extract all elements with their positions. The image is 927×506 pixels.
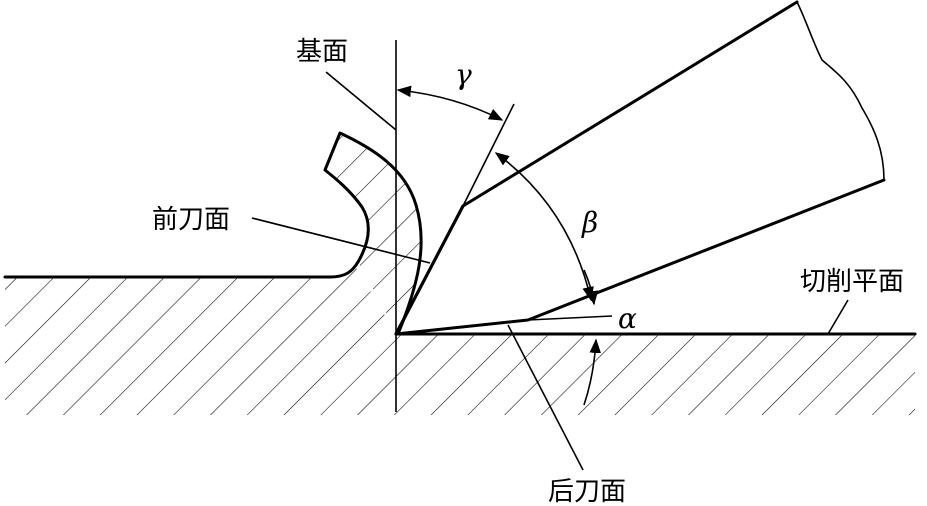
alpha-arc-lower bbox=[583, 338, 602, 406]
beta-arc bbox=[494, 152, 594, 302]
leader-lines bbox=[251, 71, 849, 471]
workpiece-hatch-right bbox=[396, 334, 915, 415]
workpiece-hatch-left bbox=[5, 266, 396, 415]
cutting-plane-leader bbox=[827, 299, 849, 335]
alpha-arc-upper bbox=[583, 269, 599, 306]
beta-symbol: β bbox=[581, 206, 598, 239]
cutting-plane-label: 切削平面 bbox=[800, 267, 904, 297]
tool-rake-edge bbox=[394, 204, 465, 336]
flank-face-label: 后刀面 bbox=[548, 477, 626, 506]
rake-face-label: 前刀面 bbox=[152, 205, 230, 235]
rake-face-extension bbox=[462, 103, 515, 207]
rake-face-leader bbox=[251, 217, 431, 264]
angle-markers bbox=[396, 85, 613, 406]
tool-shank-break bbox=[796, 1, 885, 181]
chip-hatch bbox=[325, 133, 422, 334]
alpha-leader bbox=[527, 315, 613, 321]
workpiece bbox=[3, 260, 917, 415]
chip bbox=[323, 131, 423, 336]
flank-face-leader bbox=[507, 324, 584, 471]
base-plane-label: 基面 bbox=[296, 37, 348, 67]
base-plane-leader bbox=[325, 71, 397, 131]
chip-outline bbox=[323, 131, 423, 336]
gamma-arc bbox=[396, 85, 504, 121]
workpiece-surface-left bbox=[3, 260, 360, 279]
gamma-symbol: γ bbox=[455, 58, 472, 91]
alpha-symbol: α bbox=[618, 302, 637, 335]
